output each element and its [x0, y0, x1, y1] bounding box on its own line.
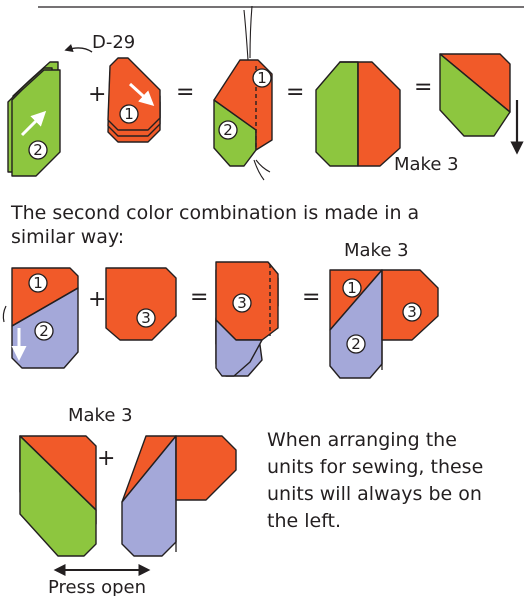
step1-piece1-number: 1 [124, 105, 134, 123]
step2-a-1-badge [28, 273, 48, 293]
step2-b-3-badge [136, 308, 156, 328]
step2-unit-3-badge [402, 302, 422, 322]
step1-thread-top [243, 9, 249, 61]
instruction-line-2: similar way: [11, 226, 124, 248]
step1-orange-piece: 1 [107, 57, 161, 143]
note-line-4: the left. [267, 510, 341, 532]
step3-make-label: Make 3 [68, 405, 133, 426]
step2-plus: + [88, 287, 106, 312]
step2-b-3-number: 3 [141, 309, 151, 327]
step2-make-label: Make 3 [344, 240, 409, 261]
step2-a-2-badge [34, 321, 54, 341]
step1-make-label: Make 3 [394, 154, 459, 175]
step2-equals-2: = [302, 285, 320, 310]
step2-a-2-number: 2 [39, 322, 49, 340]
note-line-2: units for sewing, these [267, 456, 483, 478]
step2-equals-1: = [190, 285, 208, 310]
step2-unit-3-number: 3 [407, 303, 417, 321]
step2-sewn-3-number: 3 [237, 294, 247, 312]
step2-opened-unit: 1 2 3 [329, 269, 439, 379]
step1-curved-arrow [64, 43, 93, 53]
step2-sewn-3-badge [232, 293, 252, 313]
step1-sewn-2-badge [218, 120, 238, 140]
step1-piece1-badge [119, 104, 139, 124]
step1-piece2-number: 2 [33, 141, 43, 159]
step1-equals-2: = [286, 80, 304, 105]
step1-sewn-1-badge [252, 68, 272, 88]
note-line-1: When arranging the [267, 429, 457, 451]
step2-sewn-pair: 3 [215, 261, 279, 377]
step3-plus: + [97, 446, 115, 471]
step1-piece2-badge [28, 140, 48, 160]
step1-green-arrow [20, 110, 47, 137]
step2-unit-1-number: 1 [347, 279, 357, 297]
step1-green-piece: 2 [7, 61, 61, 177]
step2-a-1-number: 1 [33, 274, 43, 292]
step1-sewn-1-number: 1 [257, 69, 267, 87]
step2-piece-b: 3 [105, 267, 177, 341]
step1-sewn-pair: 1 2 [213, 5, 273, 181]
step1-thread-top-2 [249, 5, 253, 59]
step1-equals-1: = [176, 80, 194, 105]
instruction-line-1: The second color combination is made in … [10, 202, 419, 224]
step2-unit-2-badge [346, 334, 366, 354]
step2-unit-2-number: 2 [351, 335, 361, 353]
step1-opened-unit [315, 61, 401, 167]
press-open-label: Press open [48, 577, 146, 596]
note-line-3: units will always be on [267, 483, 482, 505]
step1-equals-3: = [414, 75, 432, 100]
step1-thread-bottom [253, 159, 265, 181]
step1-rotated-unit [439, 53, 524, 155]
step1-orange-arrow [128, 82, 155, 107]
step1-sewn-2-number: 2 [223, 121, 233, 139]
step2-unit-1-badge [342, 278, 362, 298]
step1-thread-bottom-2 [255, 159, 271, 173]
step1-plus: + [88, 82, 106, 107]
step2-piece-a: 1 2 [11, 267, 79, 369]
step1-reference-label: D-29 [92, 32, 135, 53]
step3-left-unit [19, 435, 97, 557]
step2-left-edge-mark [2, 305, 7, 323]
step3-right-unit [121, 435, 237, 557]
